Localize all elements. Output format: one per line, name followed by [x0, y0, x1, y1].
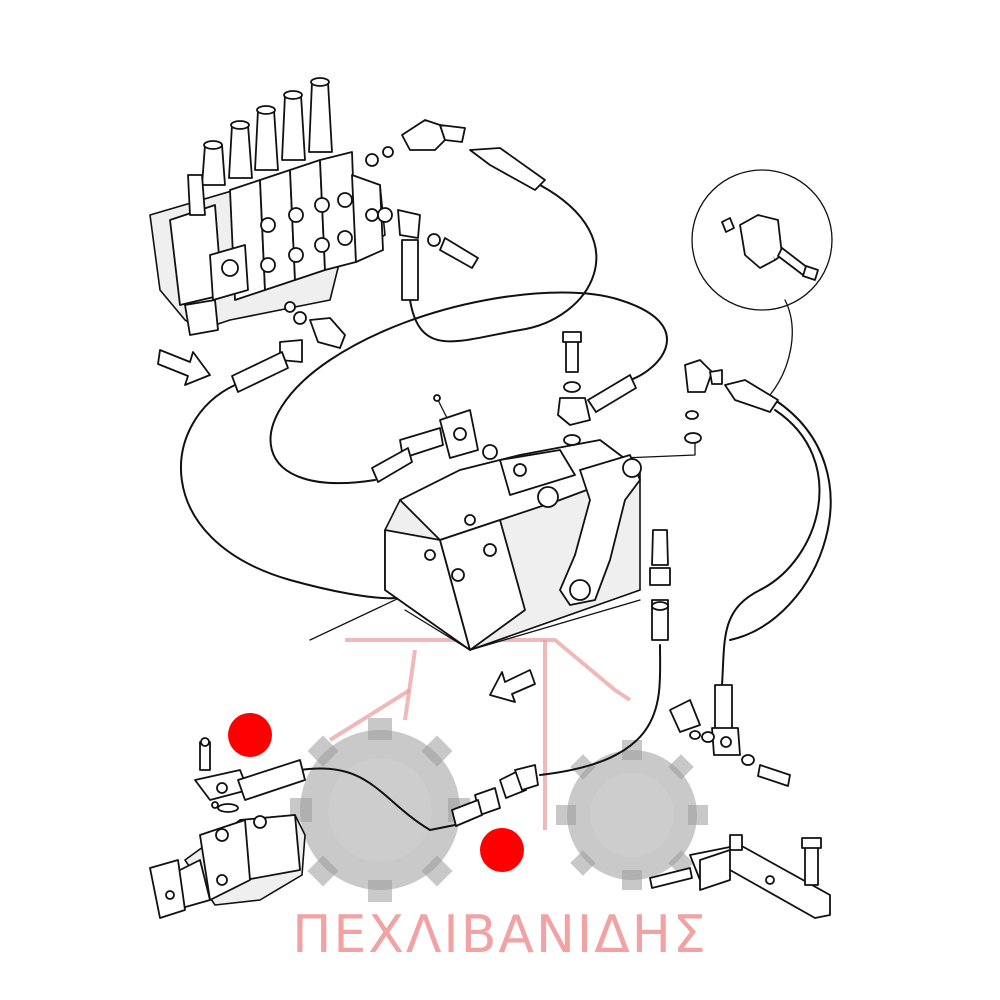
hose-mid-loop	[269, 291, 668, 485]
hose-left-big-loop	[180, 384, 401, 600]
flow-arrow-right-icon	[157, 349, 211, 386]
hydraulic-pump	[149, 737, 306, 919]
hose-right-loop	[721, 409, 821, 686]
hose-right-long	[729, 399, 832, 641]
watermark-brand-text: ΠΕΧΛΙΒΑΝΙΔΗΣ	[292, 905, 708, 965]
valve-fittings	[231, 119, 546, 393]
mid-fittings	[371, 331, 779, 641]
lower-right-fittings	[649, 684, 831, 919]
flow-arrow-left-icon	[489, 669, 536, 703]
hose-lines	[180, 184, 832, 831]
hose-top-loop	[409, 184, 598, 343]
red-markers	[228, 713, 524, 872]
watermark-gear-right	[556, 740, 708, 890]
hose-right-down	[539, 644, 662, 776]
detail-callout-circle	[691, 169, 833, 311]
hose-pump-feed	[299, 767, 456, 831]
red-marker-1[interactable]	[228, 713, 272, 757]
lift-cover-housing	[384, 439, 642, 651]
lower-center-fittings	[451, 764, 539, 827]
watermark-gear-left	[290, 718, 470, 902]
control-valve-block	[149, 77, 386, 336]
red-marker-2[interactable]	[480, 828, 524, 872]
